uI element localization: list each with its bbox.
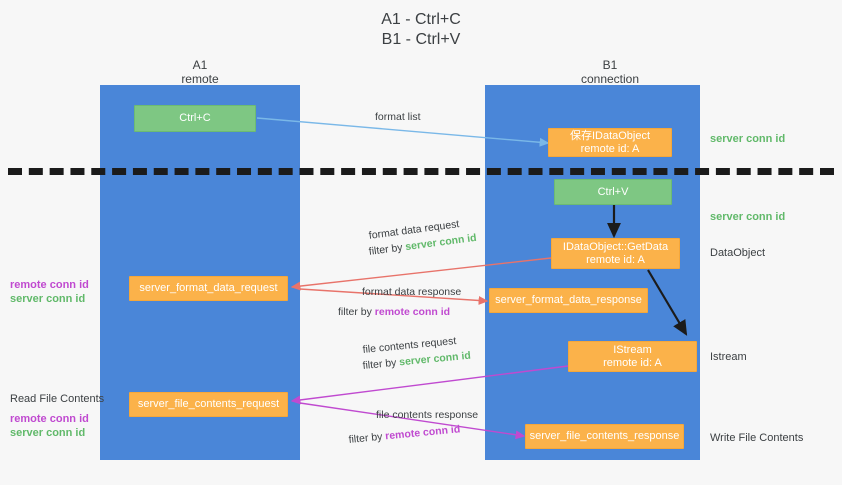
annotation-dataobject: DataObject <box>710 246 765 260</box>
box-istream-line2: remote id: A <box>603 356 662 369</box>
filter-prefix-1: filter by <box>368 241 407 258</box>
title-line-1: A1 - Ctrl+C <box>381 11 461 28</box>
box-ctrl-v-label: Ctrl+V <box>597 185 629 198</box>
title-line-2: B1 - Ctrl+V <box>381 31 461 48</box>
box-server-file-contents-request-label: server_file_contents_request <box>137 398 280 410</box>
box-ctrl-c[interactable]: Ctrl+C <box>134 105 256 132</box>
annotation-server-conn-id-left-1: server conn id <box>10 293 86 305</box>
column-a1-sub: remote <box>181 72 219 86</box>
box-getdata-line2: remote id: A <box>586 253 645 266</box>
annotation-server-conn-id-left-2: server conn id <box>10 427 86 439</box>
box-getdata-line1: IDataObject::GetData <box>562 240 669 253</box>
column-header-b1: B1 connection <box>530 58 690 86</box>
arrow-label-format-data-response: format data response <box>362 285 461 300</box>
box-server-format-data-response-label: server_format_data_response <box>495 294 642 306</box>
box-server-file-contents-request[interactable]: server_file_contents_request <box>129 392 288 417</box>
annotation-server-conn-id-second-text: server conn id <box>710 211 786 223</box>
annotation-read-file-contents-text: Read File Contents <box>10 393 105 405</box>
arrow-label-format-data-response-filter: filter by remote conn id <box>338 305 450 320</box>
column-b1-name: B1 <box>602 58 618 72</box>
annotation-istream: Istream <box>710 350 747 364</box>
annotation-write-file-contents: Write File Contents <box>710 431 803 445</box>
box-server-file-contents-response-label: server_file_contents_response <box>529 430 680 442</box>
annotation-server-conn-id-second: server conn id <box>710 210 785 224</box>
box-save-idataobject-line1: 保存IDataObject <box>569 129 651 142</box>
filter-key-remote-conn-id-2: remote conn id <box>384 423 461 443</box>
box-save-idataobject-line2: remote id: A <box>580 142 640 155</box>
diagram-title: A1 - Ctrl+C B1 - Ctrl+V <box>0 10 842 50</box>
box-ctrl-v[interactable]: Ctrl+V <box>554 179 672 205</box>
box-server-file-contents-response[interactable]: server_file_contents_response <box>525 424 684 449</box>
column-b1-sub: connection <box>580 72 640 86</box>
annotation-remote-conn-id-2: remote conn id <box>10 413 89 425</box>
box-save-idataobject[interactable]: 保存IDataObject remote id: A <box>548 128 672 157</box>
filter-prefix-2: filter by <box>338 306 375 318</box>
annotation-group-format-data: remote conn id server conn id <box>10 278 89 306</box>
annotation-group-file-contents: remote conn id server conn id <box>10 412 89 440</box>
annotation-dataobject-text: DataObject <box>710 247 766 259</box>
annotation-server-conn-id-top: server conn id <box>710 132 785 146</box>
arrow-label-format-list-text: format list <box>375 111 421 123</box>
arrow-label-format-data-response-text: format data response <box>362 286 462 298</box>
arrow-label-file-contents-response-filter: filter by remote conn id <box>348 422 461 448</box>
annotation-istream-text: Istream <box>710 351 747 363</box>
annotation-remote-conn-id-1: remote conn id <box>10 279 89 291</box>
column-header-a1: A1 remote <box>120 58 280 86</box>
box-server-format-data-response[interactable]: server_format_data_response <box>489 288 648 313</box>
box-server-format-data-request[interactable]: server_format_data_request <box>129 276 288 301</box>
annotation-read-file-contents: Read File Contents <box>10 392 104 406</box>
filter-key-remote-conn-id-1: remote conn id <box>374 306 451 318</box>
annotation-server-conn-id-top-text: server conn id <box>710 133 786 145</box>
box-istream[interactable]: IStream remote id: A <box>568 341 697 372</box>
box-server-format-data-request-label: server_format_data_request <box>139 282 278 294</box>
timeline-divider <box>8 168 834 175</box>
box-istream-line1: IStream <box>613 343 652 356</box>
box-idataobject-getdata[interactable]: IDataObject::GetData remote id: A <box>551 238 680 269</box>
column-a1-name: A1 <box>192 58 208 72</box>
arrow-label-format-list: format list <box>375 110 421 125</box>
annotation-write-file-contents-text: Write File Contents <box>710 432 804 444</box>
box-ctrl-c-label: Ctrl+C <box>179 112 211 124</box>
arrow-label-file-contents-response: file contents response <box>376 408 478 423</box>
filter-prefix-3: filter by <box>362 356 400 372</box>
filter-prefix-4: filter by <box>348 430 386 446</box>
arrow-label-file-contents-response-text: file contents response <box>376 409 479 421</box>
